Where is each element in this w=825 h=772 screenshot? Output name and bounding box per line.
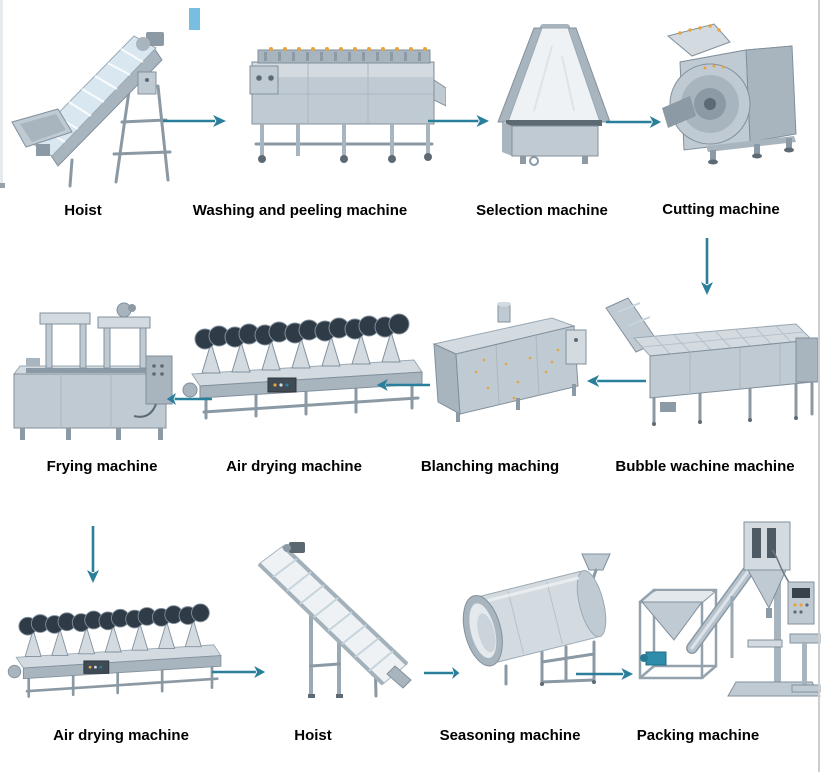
blue-artifact xyxy=(189,8,200,30)
bubble-washing-illustration xyxy=(605,297,819,426)
cutting-illustration xyxy=(662,23,797,165)
machine-frying xyxy=(6,298,180,444)
frying-illustration xyxy=(13,302,173,440)
machine-air-drying-2 xyxy=(2,596,228,708)
flow-arrow-down-icon xyxy=(699,238,715,296)
blanching-illustration xyxy=(432,302,587,422)
machine-label-packing: Packing machine xyxy=(636,727,760,744)
air-drying-illustration xyxy=(7,603,222,698)
left-edge-artifact xyxy=(0,0,3,186)
machine-bubble-washing xyxy=(600,290,822,430)
machine-seasoning xyxy=(446,550,616,688)
machine-hoist-2 xyxy=(245,538,413,706)
packing-illustration xyxy=(638,521,821,697)
machine-label-selection: Selection machine xyxy=(476,202,608,219)
machine-label-bubble-washing: Bubble wachine machine xyxy=(615,458,795,475)
flow-arrow-right-icon xyxy=(576,666,634,682)
machine-cutting xyxy=(650,16,808,166)
flow-arrow-down-icon xyxy=(85,526,101,584)
hoist-illustration xyxy=(257,542,412,698)
left-edge-artifact-cap xyxy=(0,183,5,188)
machine-label-blanching: Blanching maching xyxy=(420,458,560,475)
machine-label-air-drying-2: Air drying machine xyxy=(53,727,189,744)
flow-arrow-right-icon xyxy=(212,664,266,680)
machine-hoist xyxy=(10,14,185,190)
hoist-illustration xyxy=(11,32,172,188)
flow-arrow-right-icon xyxy=(606,114,662,130)
machine-washing-peeling xyxy=(238,28,446,168)
machine-packing xyxy=(628,506,824,706)
flow-arrow-right-icon xyxy=(424,665,460,681)
machine-air-drying xyxy=(176,312,430,424)
machine-label-hoist-2: Hoist xyxy=(294,727,332,744)
machine-label-air-drying: Air drying machine xyxy=(226,458,362,475)
machine-label-hoist: Hoist xyxy=(64,202,102,219)
flow-arrow-left-icon xyxy=(376,377,430,393)
flow-arrow-right-icon xyxy=(163,113,227,129)
machine-label-washing-peeling: Washing and peeling machine xyxy=(192,202,408,219)
machine-label-cutting: Cutting machine xyxy=(662,201,780,218)
machine-label-seasoning: Seasoning machine xyxy=(439,727,581,744)
seasoning-illustration xyxy=(462,553,611,686)
selection-illustration xyxy=(497,24,611,166)
machine-selection xyxy=(490,16,618,166)
machine-blanching xyxy=(426,302,590,428)
washing-peeling-illustration xyxy=(249,47,446,163)
flow-arrow-left-icon xyxy=(586,373,646,389)
flow-arrow-right-icon xyxy=(428,113,490,129)
page-right-border xyxy=(818,0,820,772)
flow-arrow-left-icon xyxy=(166,391,212,407)
air-drying-illustration xyxy=(182,313,423,420)
machine-label-frying: Frying machine xyxy=(46,458,158,475)
